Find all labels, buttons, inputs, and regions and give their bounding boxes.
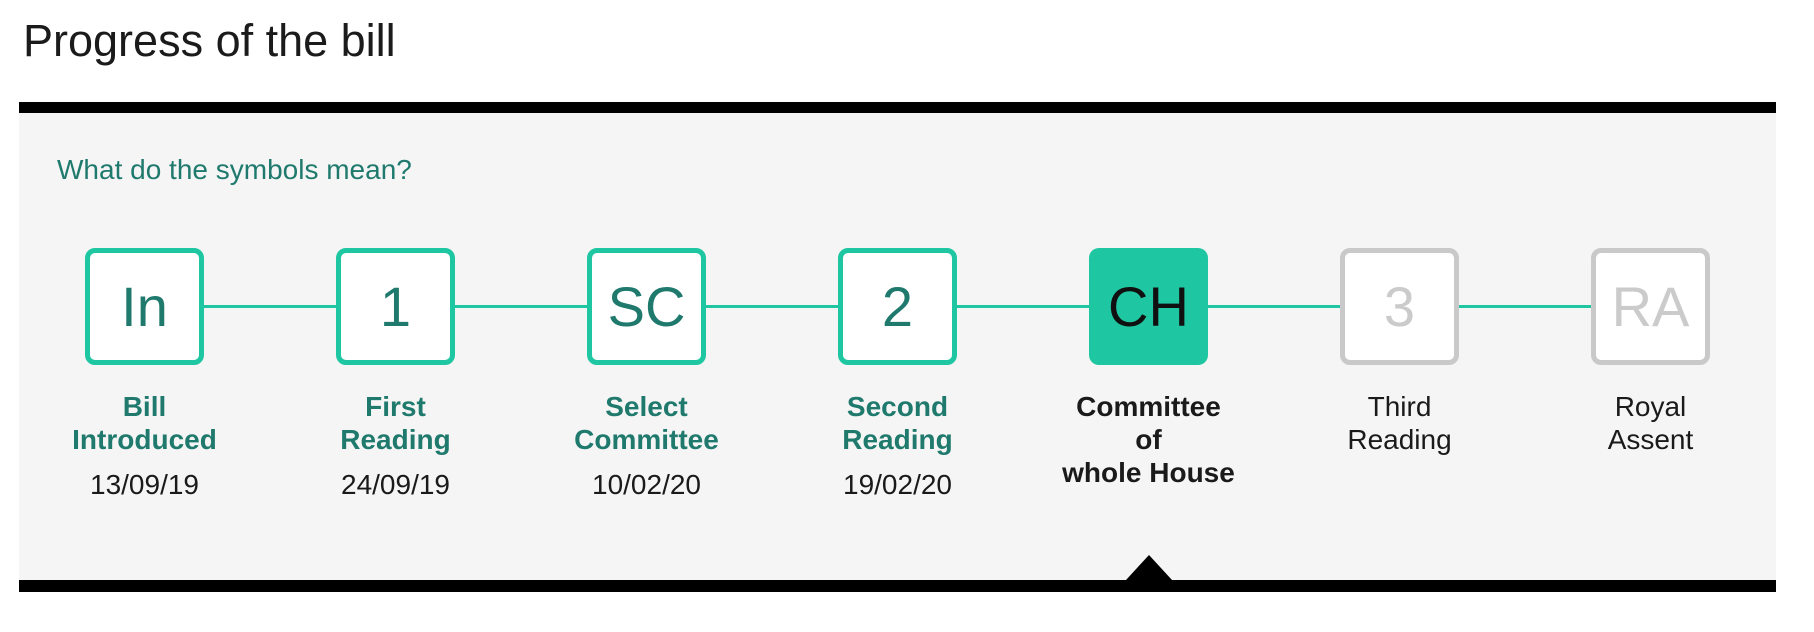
stage-symbol-box: 3 [1340,248,1459,365]
symbols-legend-link[interactable]: What do the symbols mean? [57,154,412,185]
stage-label-line: Select [605,391,688,422]
top-divider-bar [19,102,1776,113]
page-title: Progress of the bill [23,15,396,66]
stage-label-line: Royal [1614,391,1687,422]
stage-symbol-box: 2 [838,248,957,365]
stage-symbol-box: SC [587,248,706,365]
stage-symbol: 1 [379,275,412,338]
stage-label-line: Introduced [72,424,217,455]
stage-label-line: Second [846,391,949,422]
stage-symbol: CH [1108,275,1189,338]
stage-date: 10/02/20 [592,469,701,500]
stage-symbol: RA [1611,275,1690,338]
stage-label-line: Committee [1076,391,1221,422]
stage-date: 13/09/19 [90,469,199,500]
stage-label-line: Committee [574,424,719,455]
stage-label-line: Reading [340,424,451,455]
stage-symbol: 2 [881,275,914,338]
stage-label-line: Assent [1607,424,1694,455]
stage-symbol-box: 1 [336,248,455,365]
stage-label-line: Reading [842,424,953,455]
stage-date: 19/02/20 [843,469,952,500]
stage-label-line: First [365,391,426,422]
stage-label-line: Reading [1347,424,1452,455]
current-stage-arrow-icon [1125,555,1172,580]
stage-label-line: Bill [122,391,167,422]
stage-symbol: In [121,275,168,338]
stage-label-line: Third [1367,391,1432,422]
stage-date: 24/09/19 [341,469,450,500]
stage-symbol-box: RA [1591,248,1710,365]
bottom-divider-bar [19,580,1776,592]
stage-symbol: SC [607,275,686,338]
stage-symbol-box: In [85,248,204,365]
stage-symbol: 3 [1383,275,1416,338]
stage-label-line: whole House [1062,457,1235,488]
stage-label-line: of [1135,424,1162,455]
stage-symbol-box: CH [1089,248,1208,365]
